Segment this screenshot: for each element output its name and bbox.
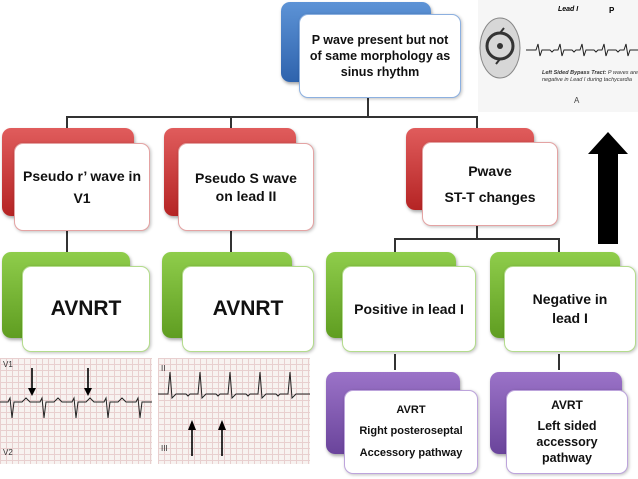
connector-l1c-down	[476, 225, 478, 238]
inset-caption-text: P waves are negative in Lead I during ta…	[542, 70, 638, 84]
level3-node-b-line1: AVRT	[551, 397, 583, 412]
connector-root-down	[367, 98, 369, 116]
inset-caption-title: Left Sided Bypass Tract:	[542, 70, 607, 76]
root-node-text: P wave present but not of same morpholog…	[309, 33, 451, 79]
level1-node-a-line2: V1	[73, 190, 91, 206]
ecg-right-lead-bottom: III	[161, 444, 168, 453]
ecg-left-trace	[0, 368, 152, 419]
level2-node-c-text: Positive in lead I	[354, 300, 464, 317]
level2-node-a-text: AVNRT	[50, 297, 122, 320]
inset-caption: Left Sided Bypass Tract: P waves are neg…	[542, 70, 638, 84]
ecg-left-lead-bottom: V2	[3, 448, 13, 457]
connector-l1a-l2a	[66, 230, 68, 252]
level1-node-c-line2: ST-T changes	[444, 189, 536, 205]
level3-node-a-line3: Accessory pathway	[359, 446, 463, 459]
level1-node-c-line1: Pwave	[468, 162, 512, 179]
level1-node-b-line1: Pseudo S wave on lead II	[195, 169, 297, 204]
inset-letter: A	[574, 96, 580, 105]
level3-node-b-line2: Left sided accessory pathway	[536, 419, 598, 465]
level1-node-a: Pseudo r’ wave in V1	[14, 143, 150, 231]
level1-node-b: Pseudo S wave on lead II	[178, 143, 314, 231]
level2-node-b: AVNRT	[182, 266, 314, 352]
inset-lead-label: Lead I	[558, 6, 579, 13]
connector-level1-drop-c	[476, 116, 478, 128]
connector-level1-drop-a	[66, 116, 68, 128]
inset-p-label: P	[609, 6, 615, 15]
level3-node-a-line2: Right posteroseptal	[359, 425, 463, 438]
up-arrow-icon	[588, 132, 628, 244]
connector-level1-drop-b	[230, 116, 232, 128]
ecg-right-lead-top: II	[161, 364, 166, 373]
connector-level1-bar	[66, 116, 478, 118]
connector-level2-drop-c	[394, 238, 396, 252]
level2-node-b-text: AVNRT	[212, 297, 284, 320]
connector-level2-bar	[394, 238, 560, 240]
inset-ecg-graphic	[479, 17, 638, 79]
level3-node-a: AVRT Right posteroseptal Accessory pathw…	[344, 390, 478, 474]
level2-node-a: AVNRT	[22, 266, 150, 352]
level2-node-d: Negative in lead I	[504, 266, 636, 352]
connector-level2-drop-d	[558, 238, 560, 252]
connector-l2d-l3b	[558, 354, 560, 370]
level3-node-a-line1: AVRT	[396, 403, 426, 416]
root-node: P wave present but not of same morpholog…	[299, 14, 461, 98]
level2-node-c: Positive in lead I	[342, 266, 476, 352]
level1-node-c: Pwave ST-T changes	[422, 142, 558, 226]
level3-node-b: AVRT Left sided accessory pathway	[506, 390, 628, 474]
level2-node-d-text: Negative in lead I	[532, 291, 608, 326]
connector-l1b-l2b	[230, 230, 232, 252]
ecg-left-lead-top: V1	[3, 360, 13, 369]
level1-node-a-line1: Pseudo r’ wave in	[22, 167, 141, 184]
inset-ecg-panel: P Lead I Left Sided Bypass Tract: P wave…	[478, 0, 638, 112]
ecg-strip-ii-iii: II III	[158, 358, 310, 464]
ecg-right-trace	[158, 371, 310, 456]
ecg-strip-v1-v2: V1 V2	[0, 358, 152, 464]
connector-l2c-l3a	[394, 354, 396, 370]
